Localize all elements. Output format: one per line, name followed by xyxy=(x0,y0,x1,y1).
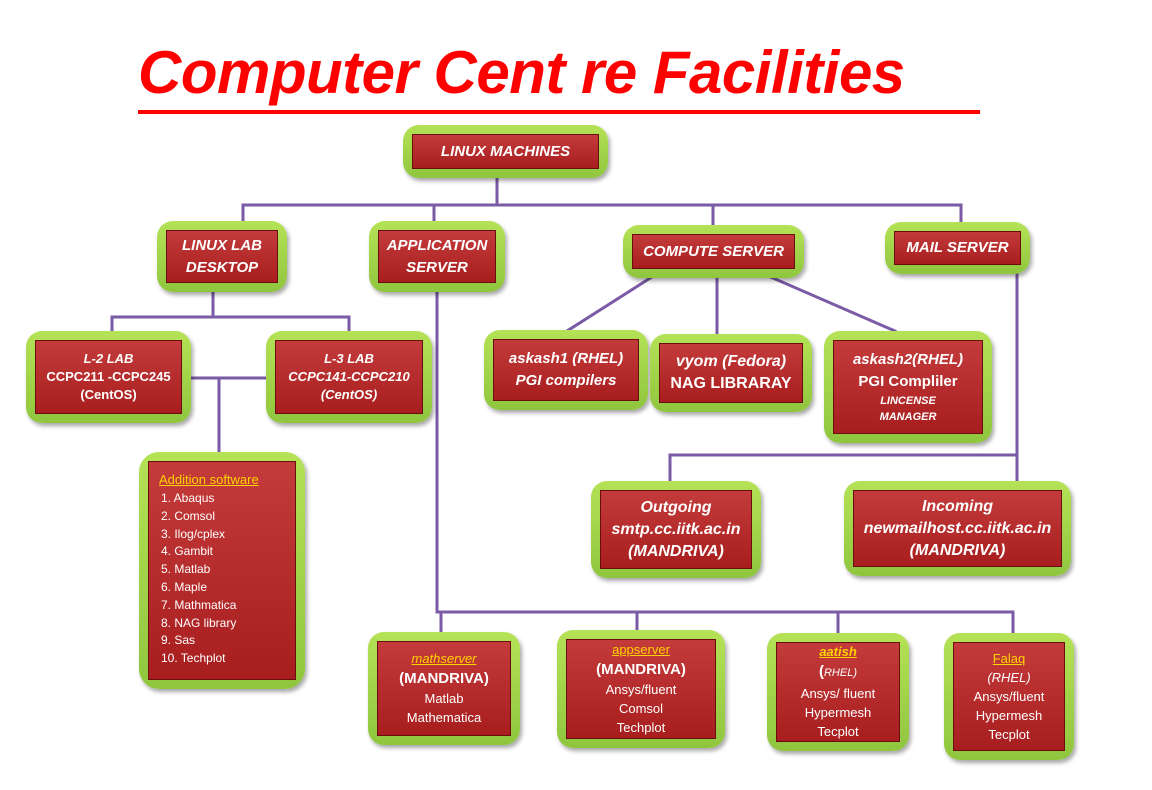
software-item: 5. Matlab xyxy=(161,562,211,577)
node-askash1: askash1 (RHEL) PGI compilers xyxy=(484,330,648,410)
node-label-line: vyom (Fedora) xyxy=(675,353,787,370)
server-name: appserver xyxy=(612,642,670,657)
node-application-server: APPLICATION SERVER xyxy=(369,221,505,292)
node-label: MAIL SERVER xyxy=(906,239,1009,256)
node-askash2-box: askash2(RHEL) PGI Compliler LINCENSE MAN… xyxy=(833,340,983,434)
server-os: (MANDRIVA) xyxy=(399,670,489,687)
node-l2-lab: L-2 LAB CCPC211 -CCPC245 (CentOS) xyxy=(26,331,191,423)
node-application-server-box: APPLICATION SERVER xyxy=(378,230,496,283)
node-falaq-box: Falaq (RHEL) Ansys/fluent Hypermesh Tecp… xyxy=(953,642,1065,751)
software-item: 2. Comsol xyxy=(161,508,216,523)
node-label-line: DESKTOP xyxy=(185,258,259,276)
software-heading: Addition software xyxy=(159,472,259,487)
server-app: Ansys/fluent xyxy=(973,688,1045,704)
node-incoming-box: Incoming newmailhost.cc.iitk.ac.in (MAND… xyxy=(853,490,1062,567)
node-linux-lab-desktop: LINUX LAB DESKTOP xyxy=(157,221,287,292)
node-label-line: askash1 (RHEL) xyxy=(508,350,624,367)
node-label-line: newmailhost.cc.iitk.ac.in xyxy=(863,519,1052,537)
software-item: 8. NAG library xyxy=(161,615,237,630)
node-addition-software-box: Addition software 1. Abaqus 2. Comsol 3.… xyxy=(148,461,296,680)
node-l3-lab-box: L-3 LAB CCPC141-CCPC210 (CentOS) xyxy=(275,340,423,414)
server-os: (RHEL) xyxy=(987,669,1031,685)
node-mail-server: MAIL SERVER xyxy=(885,222,1030,274)
software-item: 7. Mathmatica xyxy=(161,597,237,612)
node-label: LINUX MACHINES xyxy=(440,142,571,160)
node-label-line: APPLICATION xyxy=(386,236,488,254)
server-name: mathserver xyxy=(411,651,477,666)
node-label-line: (CentOS) xyxy=(80,387,137,402)
node-aatish-box: aatish (RHEL) Ansys/ fluent Hypermesh Te… xyxy=(776,642,900,742)
node-label-line: SERVER xyxy=(406,258,468,276)
node-linux-machines-box: LINUX MACHINES xyxy=(412,134,599,169)
node-linux-machines: LINUX MACHINES xyxy=(403,125,608,178)
node-appserver-box: appserver (MANDRIVA) Ansys/fluent Comsol… xyxy=(566,639,716,739)
server-app: Techplot xyxy=(616,720,666,735)
node-label-line: Outgoing xyxy=(640,498,712,516)
node-mail-server-box: MAIL SERVER xyxy=(894,231,1021,265)
server-app: Mathematica xyxy=(406,710,482,725)
node-label: COMPUTE SERVER xyxy=(643,242,784,260)
node-askash2: askash2(RHEL) PGI Compliler LINCENSE MAN… xyxy=(824,331,992,443)
server-app: Comsol xyxy=(618,701,664,716)
node-aatish: aatish (RHEL) Ansys/ fluent Hypermesh Te… xyxy=(767,633,909,751)
node-label-line: smtp.cc.iitk.ac.in xyxy=(611,520,741,538)
node-label-line: (CentOS) xyxy=(320,387,378,402)
node-label-line: LINUX LAB xyxy=(182,236,262,254)
node-l3-lab: L-3 LAB CCPC141-CCPC210 (CentOS) xyxy=(266,331,432,423)
node-appserver: appserver (MANDRIVA) Ansys/fluent Comsol… xyxy=(557,630,725,748)
node-mathserver-box: mathserver (MANDRIVA) Matlab Mathematica xyxy=(377,641,511,736)
node-l2-lab-box: L-2 LAB CCPC211 -CCPC245 (CentOS) xyxy=(35,340,182,414)
connector-line xyxy=(764,273,897,333)
node-outgoing-box: Outgoing smtp.cc.iitk.ac.in (MANDRIVA) xyxy=(600,490,752,569)
node-askash1-box: askash1 (RHEL) PGI compilers xyxy=(493,339,639,401)
page-title: Computer Cent re Facilities xyxy=(138,39,905,106)
node-label-line: CCPC211 -CCPC245 xyxy=(46,369,171,384)
node-label-line: L-3 LAB xyxy=(324,351,374,366)
software-item: 1. Abaqus xyxy=(161,491,215,505)
server-os-prefix: ( xyxy=(818,663,824,680)
node-addition-software: Addition software 1. Abaqus 2. Comsol 3.… xyxy=(139,452,305,689)
server-app: Hypermesh xyxy=(975,707,1043,723)
node-compute-server-box: COMPUTE SERVER xyxy=(632,234,795,269)
node-label-line: L-2 LAB xyxy=(83,351,134,366)
node-linux-lab-desktop-box: LINUX LAB DESKTOP xyxy=(166,230,278,283)
software-item: 4. Gambit xyxy=(161,544,214,559)
node-falaq: Falaq (RHEL) Ansys/fluent Hypermesh Tecp… xyxy=(944,633,1074,760)
server-os: (RHEL) xyxy=(819,661,857,684)
connector-line xyxy=(564,272,658,334)
node-label-line: askash2(RHEL) xyxy=(852,351,964,368)
node-label-line: PGI compilers xyxy=(515,372,617,389)
node-label-line: (MANDRIVA) xyxy=(628,542,724,560)
software-item: 9. Sas xyxy=(161,633,196,648)
server-name: Falaq xyxy=(992,650,1026,666)
node-vyom-box: vyom (Fedora) NAG LIBRARAY xyxy=(659,343,803,403)
software-list: 1. Abaqus 2. Comsol 3. Ilog/cplex 4. Gam… xyxy=(161,490,236,668)
node-label-line: LINCENSE xyxy=(880,395,936,407)
server-name: aatish xyxy=(819,644,857,659)
node-label-line: NAG LIBRARAY xyxy=(670,375,792,392)
server-app: Ansys/fluent xyxy=(605,682,677,697)
server-os-text: RHEL) xyxy=(823,667,857,679)
software-item: 10. Techplot xyxy=(161,651,226,666)
node-label-line: PGI Compliler xyxy=(858,373,958,390)
node-compute-server: COMPUTE SERVER xyxy=(623,225,804,278)
node-vyom: vyom (Fedora) NAG LIBRARAY xyxy=(650,334,812,412)
server-app: Tecplot xyxy=(988,726,1030,742)
node-label-line: Incoming xyxy=(921,497,994,515)
node-mathserver: mathserver (MANDRIVA) Matlab Mathematica xyxy=(368,632,520,745)
node-outgoing: Outgoing smtp.cc.iitk.ac.in (MANDRIVA) xyxy=(591,481,761,578)
software-item: 6. Maple xyxy=(161,579,208,594)
server-app: Hypermesh xyxy=(804,705,872,720)
server-app: Tecplot xyxy=(817,724,859,739)
software-item: 3. Ilog/cplex xyxy=(161,526,226,541)
node-label-line: (MANDRIVA) xyxy=(909,541,1006,559)
node-incoming: Incoming newmailhost.cc.iitk.ac.in (MAND… xyxy=(844,481,1071,576)
server-app: Matlab xyxy=(424,691,464,706)
title-underline xyxy=(138,110,980,114)
node-label-line: MANAGER xyxy=(879,411,937,423)
server-app: Ansys/ fluent xyxy=(800,686,876,701)
server-os: (MANDRIVA) xyxy=(596,661,686,678)
node-label-line: CCPC141-CCPC210 xyxy=(288,369,410,384)
